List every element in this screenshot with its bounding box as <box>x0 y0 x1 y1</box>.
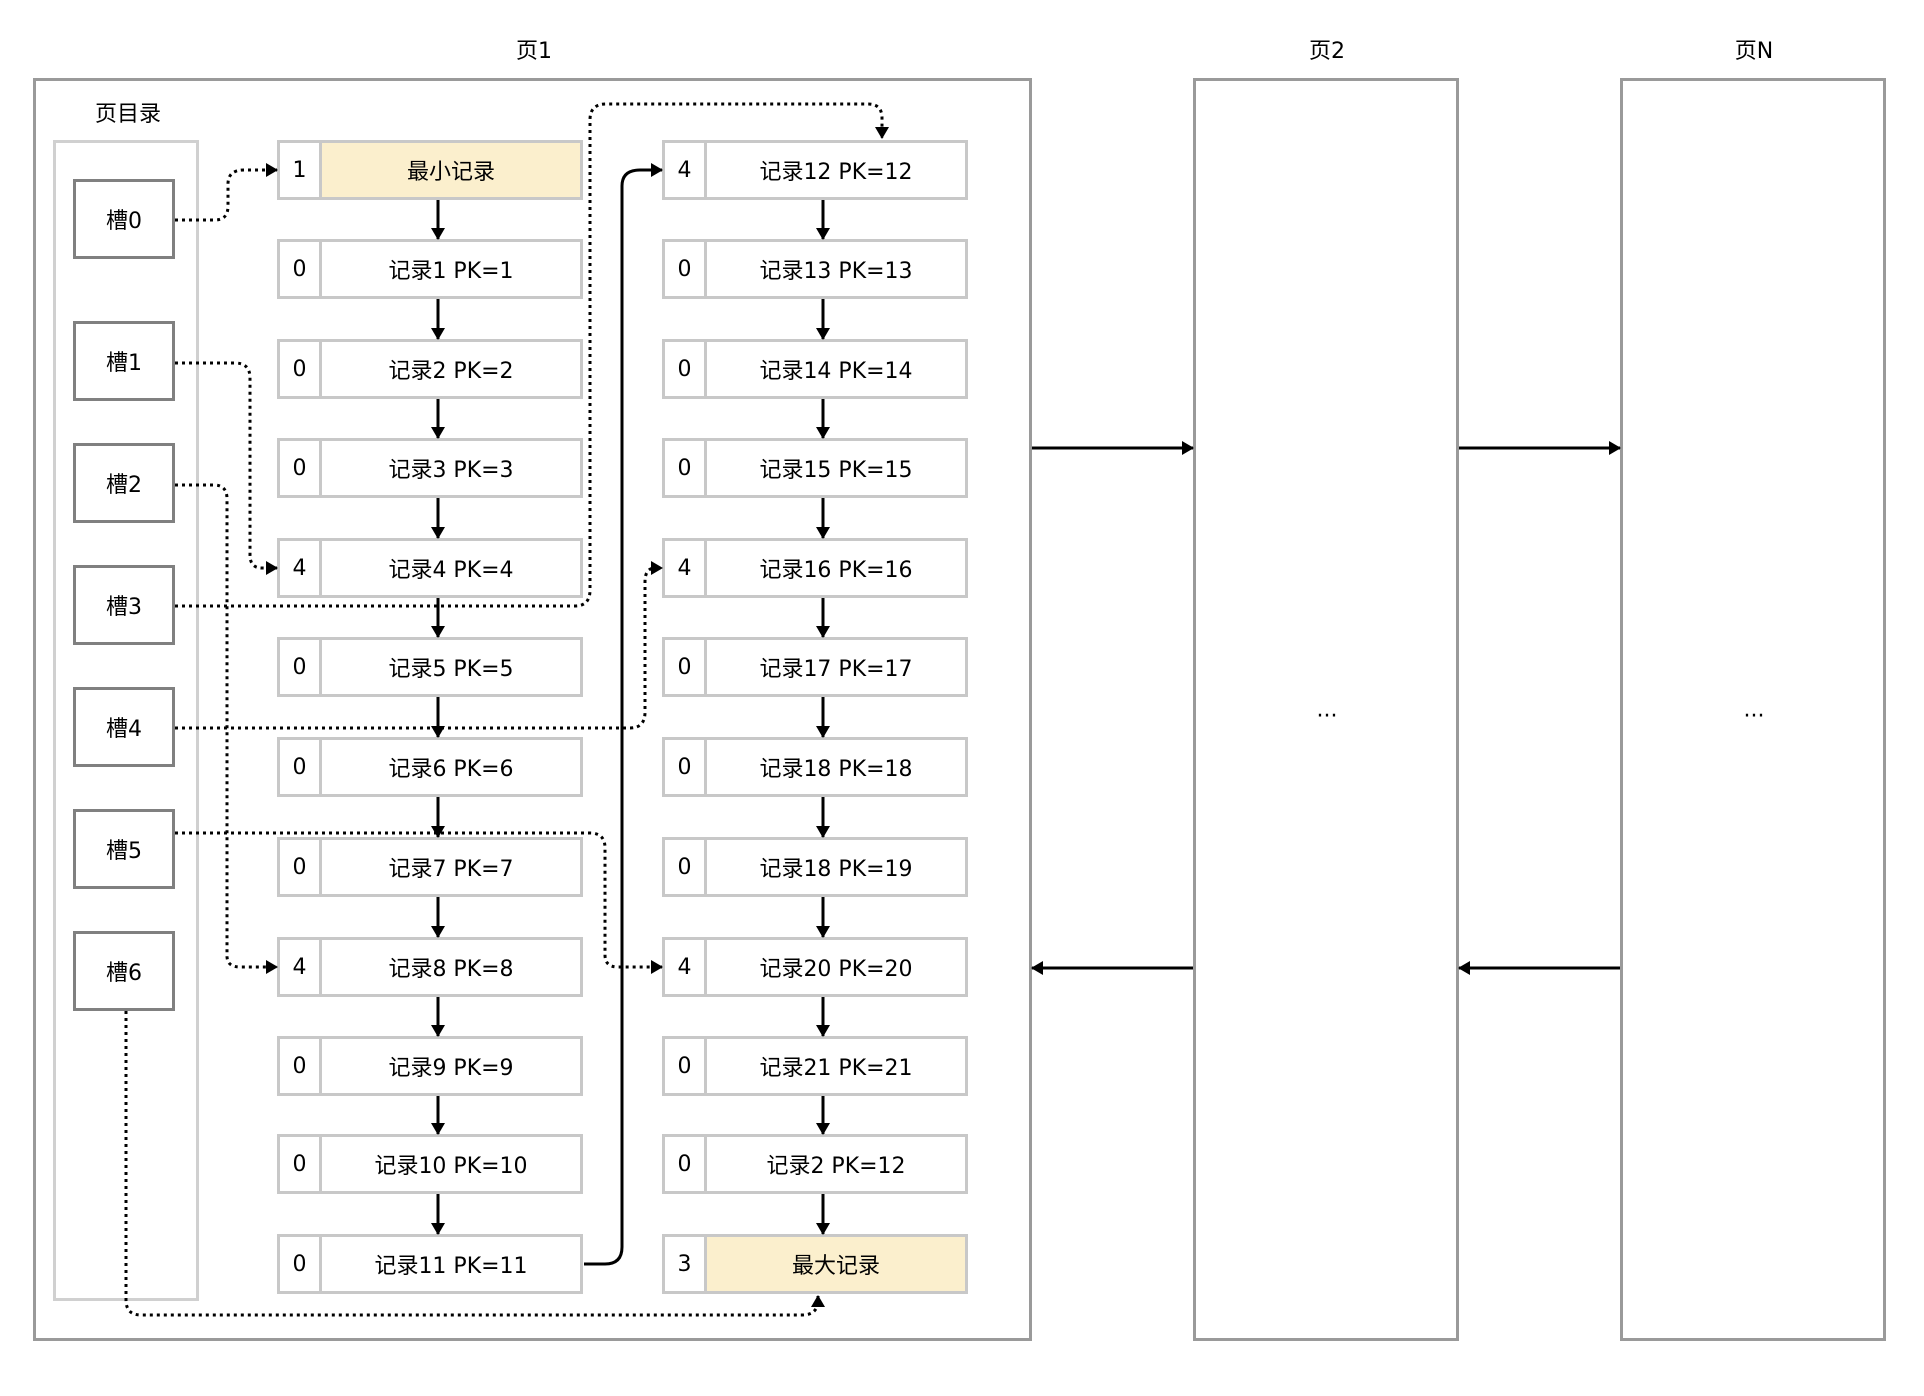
next-record-arrow <box>584 163 663 1266</box>
n-owned-count: 3 <box>665 1237 707 1291</box>
n-owned-count: 0 <box>665 342 707 396</box>
n-owned-count: 4 <box>280 940 322 994</box>
slot-2: 槽2 <box>73 443 175 523</box>
record-label: 记录11 PK=11 <box>374 1254 528 1279</box>
record-label: 记录2 PK=2 <box>388 359 514 384</box>
record-row: 0 记录5 PK=5 <box>277 637 583 697</box>
record-row: 0 记录10 PK=10 <box>277 1134 583 1194</box>
slot-5: 槽5 <box>73 809 175 889</box>
page2-label: 页2 <box>1309 39 1345 64</box>
n-owned-count: 0 <box>665 1039 707 1093</box>
n-owned-count: 0 <box>280 640 322 694</box>
page-directory-title: 页目录 <box>94 102 162 127</box>
n-owned-count: 0 <box>665 740 707 794</box>
record-row: 0 记录2 PK=2 <box>277 339 583 399</box>
page1-label: 页1 <box>516 39 552 64</box>
record-label: 记录7 PK=7 <box>388 857 514 882</box>
n-owned-count: 0 <box>665 1137 707 1191</box>
n-owned-count: 0 <box>280 740 322 794</box>
slot5-pointer <box>175 831 663 974</box>
record-row: 4 记录12 PK=12 <box>662 140 968 200</box>
n-owned-count: 4 <box>665 940 707 994</box>
record-row: 0 记录11 PK=11 <box>277 1234 583 1294</box>
record-label: 记录5 PK=5 <box>388 657 514 682</box>
page2-frame <box>1193 78 1459 1341</box>
n-owned-count: 0 <box>280 1039 322 1093</box>
n-owned-count: 4 <box>665 541 707 595</box>
record-row: 0 记录9 PK=9 <box>277 1036 583 1096</box>
record-row: 0 记录2 PK=12 <box>662 1134 968 1194</box>
record-row: 0 记录21 PK=21 <box>662 1036 968 1096</box>
record-label: 记录4 PK=4 <box>388 558 514 583</box>
record-label: 记录10 PK=10 <box>374 1154 528 1179</box>
n-owned-count: 0 <box>280 242 322 296</box>
n-owned-count: 0 <box>665 640 707 694</box>
record-label: 记录18 PK=19 <box>759 857 913 882</box>
pageN-label: 页N <box>1734 39 1774 64</box>
record-label: 记录1 PK=1 <box>388 259 514 284</box>
n-owned-count: 0 <box>280 342 322 396</box>
record-label: 记录14 PK=14 <box>759 359 913 384</box>
record-label: 记录6 PK=6 <box>388 757 514 782</box>
record-row: 4 记录4 PK=4 <box>277 538 583 598</box>
record-row: 0 记录3 PK=3 <box>277 438 583 498</box>
record-row: 4 记录8 PK=8 <box>277 937 583 997</box>
record-label: 记录13 PK=13 <box>759 259 913 284</box>
record-label: 记录8 PK=8 <box>388 957 514 982</box>
n-owned-count: 0 <box>665 441 707 495</box>
record-row: 4 记录16 PK=16 <box>662 538 968 598</box>
record-row: 0 记录18 PK=19 <box>662 837 968 897</box>
record-row: 0 记录1 PK=1 <box>277 239 583 299</box>
record-row: 0 记录6 PK=6 <box>277 737 583 797</box>
pageN-frame <box>1620 78 1886 1341</box>
record-label: 记录2 PK=12 <box>766 1154 906 1179</box>
slot6-pointer <box>124 1011 825 1317</box>
page2-ellipsis: ... <box>1316 697 1338 723</box>
record-label: 记录9 PK=9 <box>388 1056 514 1081</box>
n-owned-count: 0 <box>280 840 322 894</box>
record-label: 最大记录 <box>707 1237 965 1291</box>
record-label: 记录15 PK=15 <box>759 458 913 483</box>
n-owned-count: 0 <box>280 441 322 495</box>
record-row: 4 记录20 PK=20 <box>662 937 968 997</box>
record-label: 记录3 PK=3 <box>388 458 514 483</box>
n-owned-count: 0 <box>665 840 707 894</box>
record-row: 0 记录14 PK=14 <box>662 339 968 399</box>
slot2-pointer <box>175 483 278 974</box>
record-row: 0 记录13 PK=13 <box>662 239 968 299</box>
slot-6: 槽6 <box>73 931 175 1011</box>
slot-0: 槽0 <box>73 179 175 259</box>
pageN-ellipsis: ... <box>1743 697 1765 723</box>
slot0-pointer <box>175 163 278 222</box>
slot3-pointer <box>175 102 889 608</box>
slot-1: 槽1 <box>73 321 175 401</box>
record-label: 记录16 PK=16 <box>759 558 913 583</box>
n-owned-count: 1 <box>280 143 322 197</box>
n-owned-count: 4 <box>665 143 707 197</box>
record-label: 记录21 PK=21 <box>759 1056 913 1081</box>
n-owned-count: 0 <box>665 242 707 296</box>
record-label: 记录12 PK=12 <box>759 160 913 185</box>
slot4-pointer <box>175 561 663 730</box>
n-owned-count: 4 <box>280 541 322 595</box>
record-label: 记录18 PK=18 <box>759 757 913 782</box>
n-owned-count: 0 <box>280 1237 322 1291</box>
record-row: 0 记录7 PK=7 <box>277 837 583 897</box>
record-label: 最小记录 <box>322 143 580 197</box>
record-label: 记录17 PK=17 <box>759 657 913 682</box>
record-row: 0 记录18 PK=18 <box>662 737 968 797</box>
n-owned-count: 0 <box>280 1137 322 1191</box>
record-row: 0 记录15 PK=15 <box>662 438 968 498</box>
record-row: 0 记录17 PK=17 <box>662 637 968 697</box>
record-label: 记录20 PK=20 <box>759 957 913 982</box>
slot-4: 槽4 <box>73 687 175 767</box>
slot-3: 槽3 <box>73 565 175 645</box>
